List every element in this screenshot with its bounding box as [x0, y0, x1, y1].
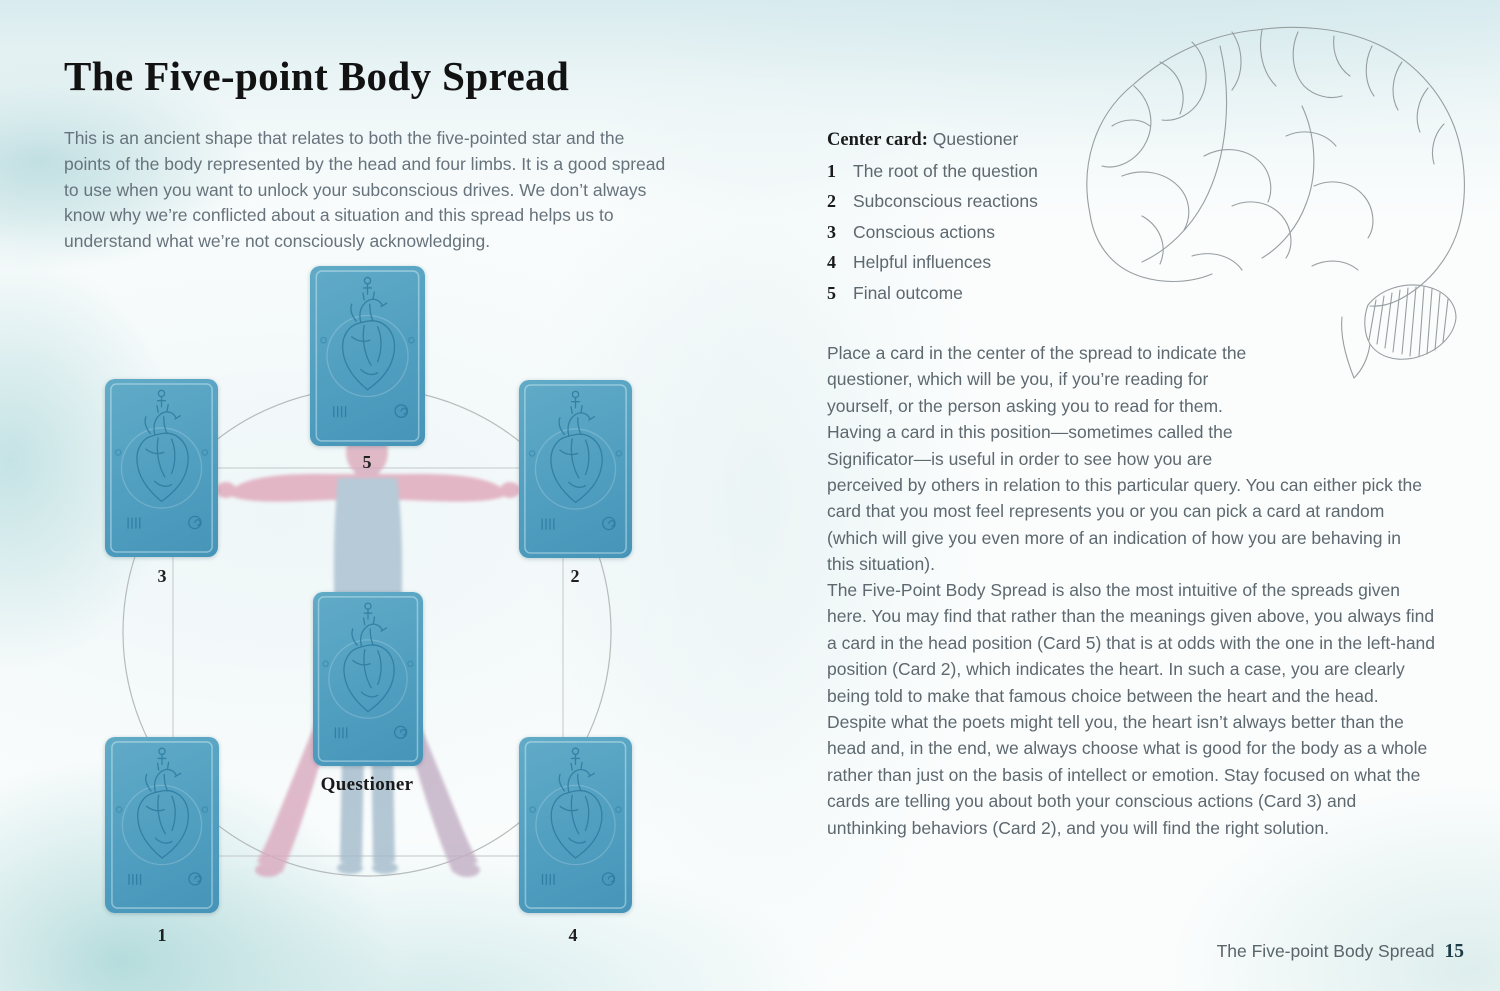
legend-item: 2 Subconscious reactions: [827, 189, 1038, 213]
legend-heading: Center card: Questioner: [827, 127, 1038, 152]
tarot-card-position-2: [519, 380, 632, 558]
card-position-label-5: 5: [362, 452, 372, 472]
tarot-card-position-3: [105, 379, 218, 557]
legend-item-text: Helpful influences: [853, 252, 992, 272]
intro-paragraph: This is an ancient shape that relates to…: [64, 128, 666, 252]
card-position-label-4: 4: [568, 925, 578, 945]
page-number: 15: [1444, 941, 1465, 962]
anatomical-heart-icon: [315, 270, 420, 442]
legend-item-text: The root of the question: [853, 160, 1038, 181]
tarot-card-position-1: [105, 737, 219, 913]
body-paragraph-1-text: Place a card in the center of the spread…: [827, 343, 1423, 575]
footer-title: The Five-point Body Spread: [1216, 941, 1435, 961]
card-position-label-1: 1: [157, 925, 167, 945]
spread-legend: Center card: Questioner 1 The root of th…: [827, 127, 1038, 305]
legend-item-number: 3: [827, 221, 836, 242]
legend-item: 4 Helpful influences: [827, 250, 1038, 274]
anatomical-heart-icon: [110, 383, 213, 553]
legend-item-number: 1: [827, 160, 836, 181]
page-title: The Five-point Body Spread: [64, 53, 570, 99]
legend-item: 3 Conscious actions: [827, 220, 1038, 244]
card-position-label-2: 2: [570, 566, 580, 586]
brain-illustration: [1086, 26, 1465, 379]
legend-item-text: Conscious actions: [853, 221, 996, 242]
tarot-card-position-5: [310, 266, 425, 446]
tarot-card-center-questioner: [313, 592, 423, 766]
legend-heading-label: Center card:: [827, 130, 928, 150]
legend-item: 5 Final outcome: [827, 281, 1038, 305]
card-position-label-3: 3: [157, 566, 167, 586]
questioner-label: Questioner: [320, 774, 414, 795]
running-footer: The Five-point Body Spread 15: [1000, 941, 1464, 963]
legend-heading-value: Questioner: [932, 129, 1019, 149]
anatomical-heart-icon: [524, 741, 627, 909]
tarot-card-position-4: [519, 737, 632, 913]
anatomical-heart-icon: [524, 384, 627, 554]
legend-item-text: Final outcome: [853, 282, 963, 303]
legend-item-number: 5: [827, 282, 836, 303]
anatomical-heart-icon: [317, 596, 419, 762]
legend-item: 1 The root of the question: [827, 159, 1038, 183]
legend-item-number: 4: [827, 252, 836, 272]
text-wrap-spacer: [1275, 340, 1427, 446]
legend-item-number: 2: [827, 191, 836, 211]
body-paragraph-1: Place a card in the center of the spread…: [827, 340, 1427, 578]
legend-item-text: Subconscious reactions: [853, 191, 1038, 211]
body-paragraph-2: The Five-Point Body Spread is also the m…: [827, 580, 1436, 838]
anatomical-heart-icon: [111, 741, 213, 909]
